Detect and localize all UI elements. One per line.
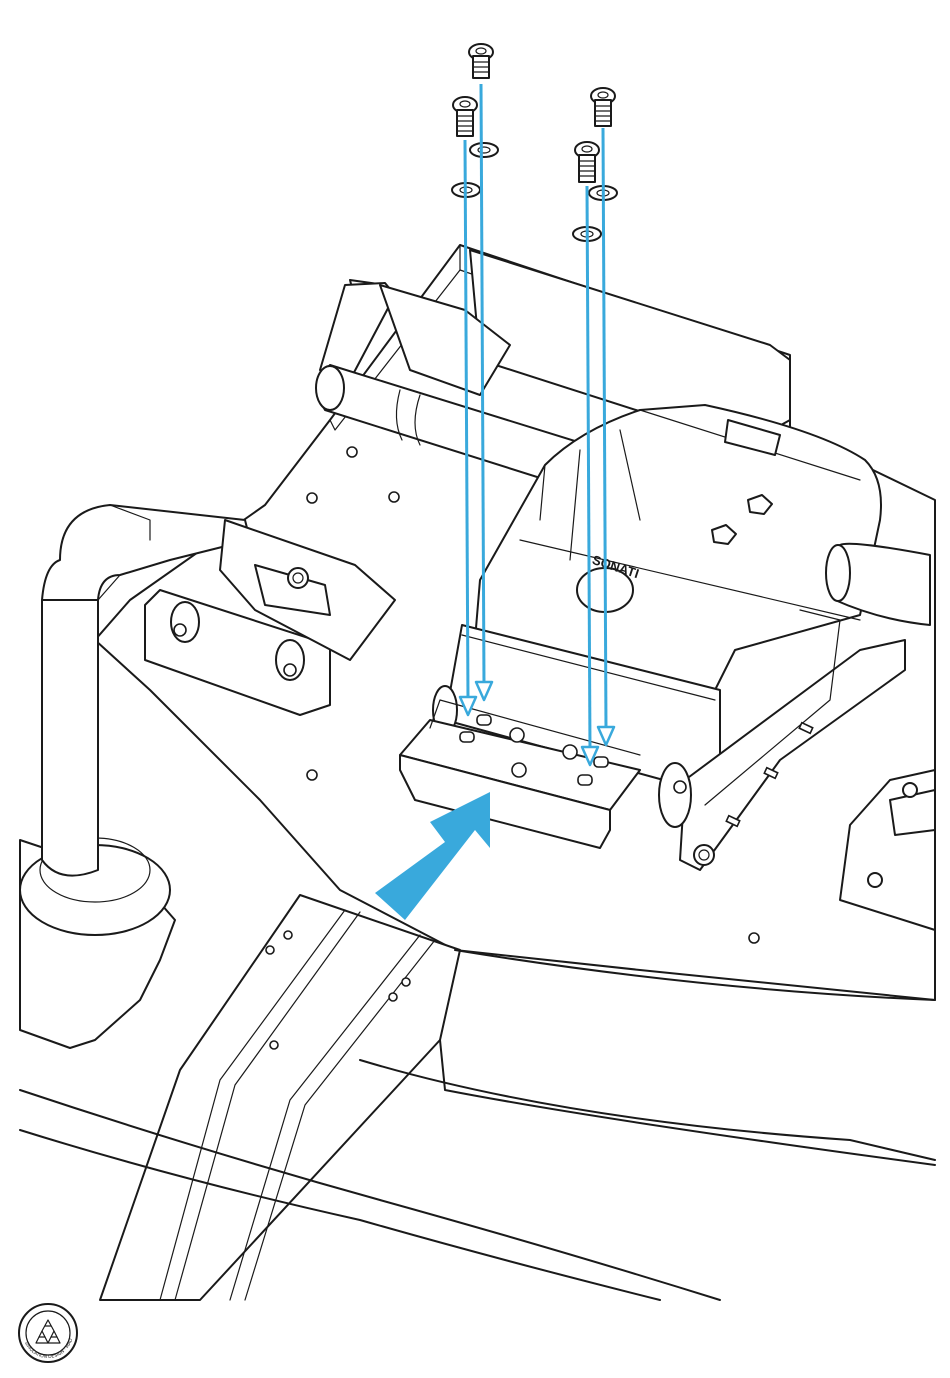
screw-3 (591, 88, 615, 126)
screw-4 (575, 142, 599, 182)
screw-2 (453, 97, 477, 136)
washer-1 (470, 143, 498, 157)
screw-1 (469, 44, 493, 78)
